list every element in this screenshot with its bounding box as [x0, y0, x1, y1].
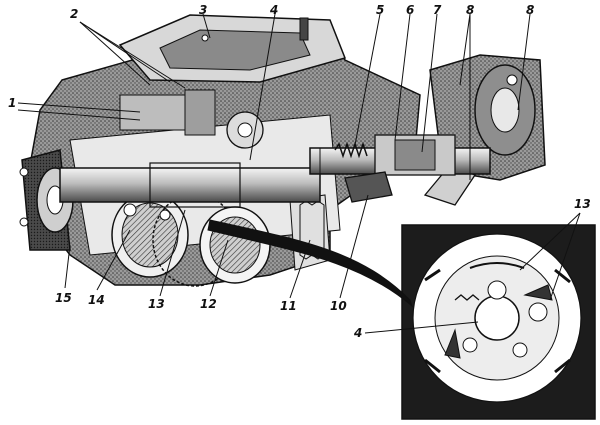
callout-3: 3 — [199, 3, 208, 17]
callout-15: 15 — [55, 291, 72, 305]
callout-4: 4 — [270, 3, 279, 17]
callout-1: 1 — [8, 96, 17, 110]
spring — [334, 141, 368, 159]
callout-14: 14 — [88, 293, 105, 307]
callout-10: 10 — [330, 299, 347, 313]
callout-4-inset: 4 — [354, 326, 363, 340]
callout-7: 7 — [433, 3, 442, 17]
callout-13-inset: 13 — [574, 197, 591, 211]
leader-lines — [17, 13, 581, 334]
callout-2: 2 — [70, 7, 79, 21]
callout-5: 5 — [376, 3, 385, 17]
callout-8b: 8 — [526, 3, 535, 17]
callout-12: 12 — [200, 297, 217, 311]
inset-detail — [401, 224, 596, 420]
callout-8a: 8 — [466, 3, 475, 17]
callout-11: 11 — [280, 299, 297, 313]
callout-13: 13 — [148, 297, 165, 311]
callout-6: 6 — [406, 3, 415, 17]
